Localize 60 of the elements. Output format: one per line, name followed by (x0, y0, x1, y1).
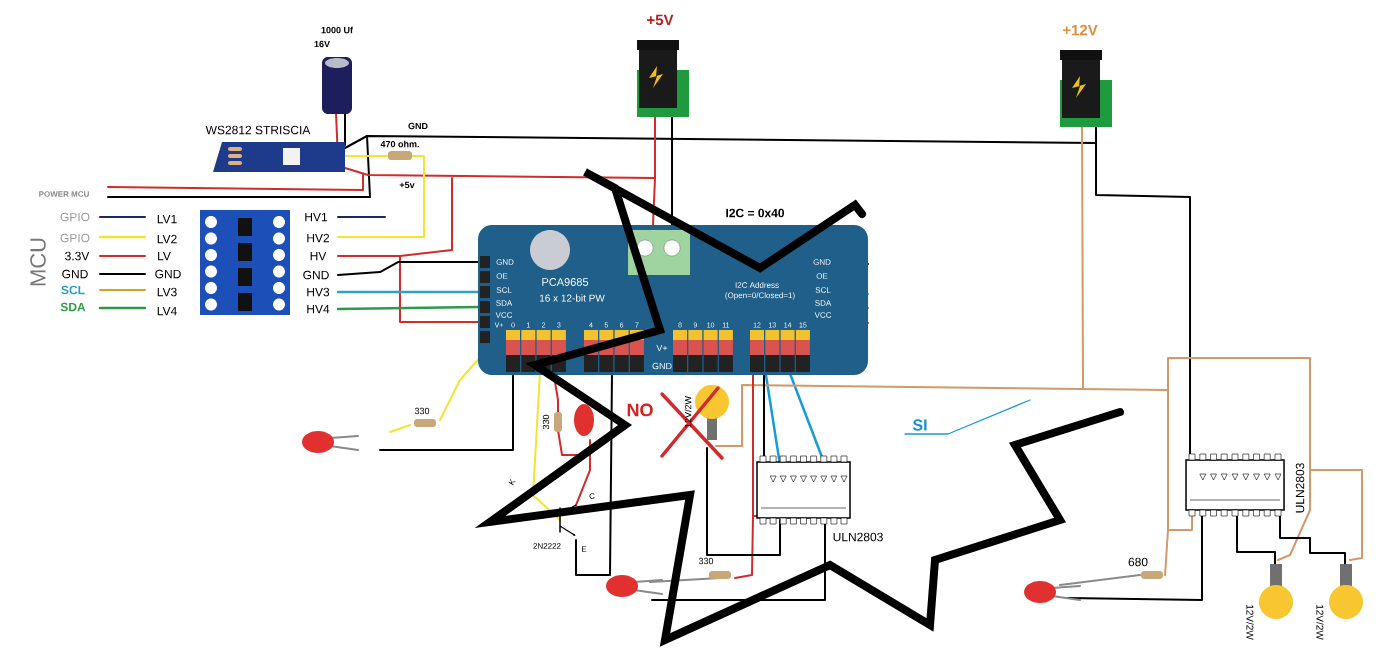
warning-label: NO (627, 403, 653, 417)
note-label: SI (912, 419, 927, 431)
voltage-label: +12V (1062, 24, 1098, 36)
value-label: 330 (414, 407, 430, 415)
part-label: WS2812 STRISCIA (205, 125, 311, 135)
part-label: ULN2803 (833, 532, 883, 542)
pin-label: GND (813, 259, 831, 265)
pin-label: GND (408, 122, 428, 130)
part-label: PCA9685 (542, 278, 589, 286)
value-label: 1000 Uf (321, 26, 353, 34)
pin-label: POWER MCU (39, 191, 89, 197)
pin-label: OE (816, 273, 828, 279)
pin-label: SDA (60, 302, 86, 312)
pin-label: LV2 (157, 234, 177, 244)
part-label: 2N2222 (533, 543, 561, 549)
pin-label: V+ (656, 344, 668, 352)
voltage-label: +5v (399, 181, 415, 189)
pin-label: HV1 (305, 212, 328, 222)
pin-label: SCL (815, 287, 831, 293)
pin-label: HV3 (307, 287, 330, 297)
pin-label: HV4 (307, 304, 330, 314)
part-label: 16 x 12-bit PW (540, 294, 605, 302)
value-label: 470 ohm. (380, 140, 419, 148)
pin-label: K (508, 478, 516, 486)
pin-label: LV4 (157, 306, 177, 316)
pin-label: HV (310, 251, 327, 261)
pin-label: SDA (496, 300, 513, 306)
pin-label: C (589, 493, 595, 499)
address-label: I2C = 0x40 (726, 208, 784, 218)
pin-label: SDA (815, 300, 832, 306)
pin-label: VCC (814, 312, 832, 318)
pin-label: GND (652, 362, 672, 370)
part-label: MCU (30, 238, 46, 286)
value-label: 680 (1128, 557, 1148, 567)
pin-label: LV1 (157, 214, 177, 224)
value-label: 12V/2W (684, 396, 692, 428)
pin-label: SCL (61, 285, 85, 295)
pin-label: GPIO (60, 212, 90, 222)
pin-label: OE (496, 273, 508, 279)
pin-label: SCL (496, 287, 512, 293)
value-label: 330 (698, 557, 714, 565)
voltage-label: +5V (647, 14, 674, 26)
pin-label: GND (303, 270, 329, 280)
pin-label: LV3 (157, 287, 177, 297)
pin-label: GND (155, 269, 181, 279)
pin-label: GPIO (60, 233, 90, 243)
pin-label: 3.3V (65, 251, 90, 261)
value-label: 12V/2W (1246, 605, 1254, 640)
part-label: ULN2803 (1295, 463, 1305, 513)
pin-label: LV (158, 251, 171, 261)
pin-label: VCC (495, 312, 513, 318)
pin-label: HV2 (307, 233, 330, 243)
board-label: I2C Address (735, 282, 779, 288)
pin-label: GND (496, 259, 514, 265)
pin-label: E (582, 546, 587, 552)
pin-label: GND (62, 269, 88, 279)
value-label: 16V (314, 40, 330, 48)
value-label: 12V/2W (1316, 605, 1324, 640)
value-label: 330 (542, 414, 550, 430)
board-label: (Open=0/Closed=1) (725, 292, 795, 300)
